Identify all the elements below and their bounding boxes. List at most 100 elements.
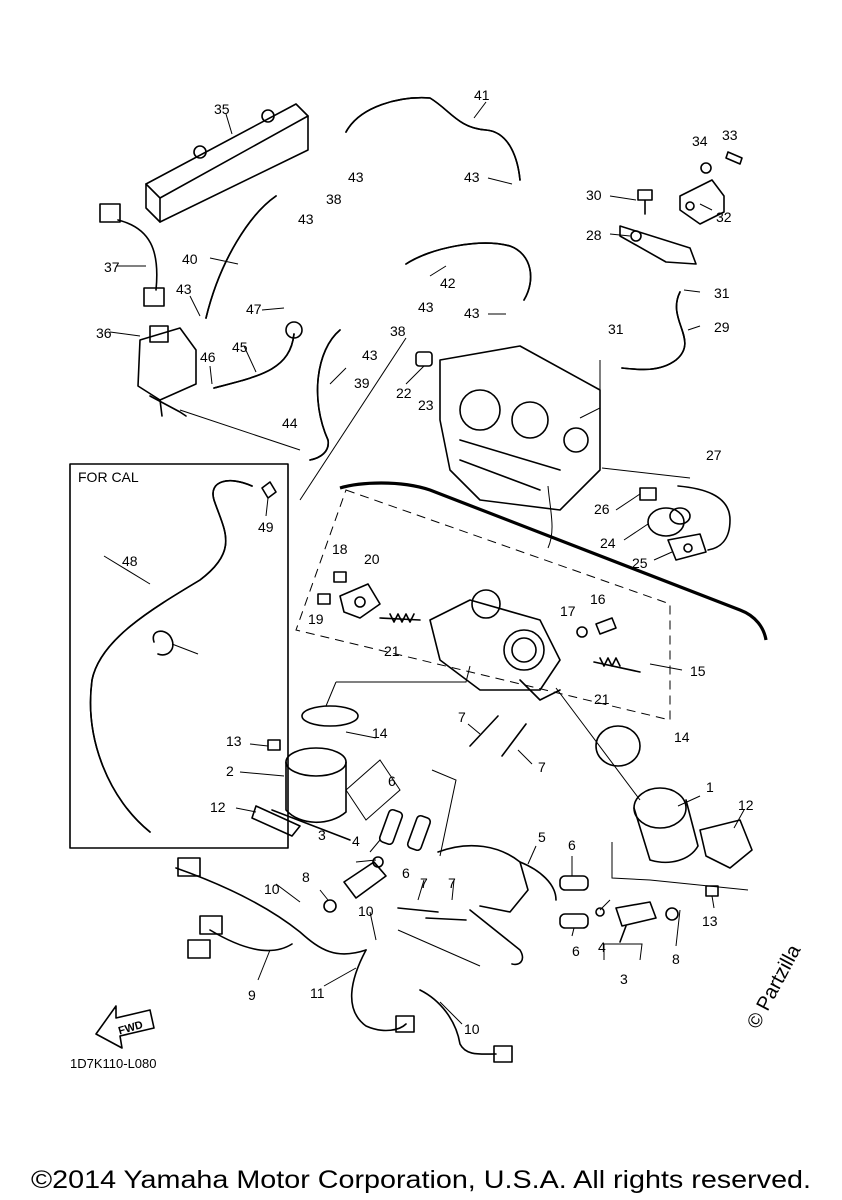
part-throttle-body-main xyxy=(429,589,561,701)
callout-3: 3 xyxy=(318,827,326,843)
callout-14: 14 xyxy=(372,725,388,741)
part-10-connector-b xyxy=(493,1045,513,1063)
part-18-screw xyxy=(333,571,347,583)
callout-6: 6 xyxy=(572,943,580,959)
callout-43: 43 xyxy=(362,347,378,363)
part-9-harness-branch xyxy=(209,929,293,952)
part-9-connector-c xyxy=(187,939,211,959)
callout-7: 7 xyxy=(448,875,456,891)
part-11-harness xyxy=(350,949,407,1032)
callout-25: 25 xyxy=(632,555,648,571)
callout-14: 14 xyxy=(674,729,690,745)
part-13-bolt-right xyxy=(705,885,719,897)
hose-42-inner xyxy=(405,242,532,301)
part-33-bolt xyxy=(725,151,743,165)
hose-40 xyxy=(205,195,277,319)
part-11-harness-b xyxy=(419,989,497,1055)
callout-24: 24 xyxy=(600,535,616,551)
part-28-washer xyxy=(630,230,642,242)
callout-27: 27 xyxy=(706,447,722,463)
callout-38: 38 xyxy=(326,191,342,207)
callout-29: 29 xyxy=(714,319,730,335)
callout-21: 21 xyxy=(384,643,400,659)
callout-10: 10 xyxy=(464,1021,480,1037)
callout-2: 2 xyxy=(226,763,234,779)
callout-12: 12 xyxy=(210,799,226,815)
callout-6: 6 xyxy=(568,837,576,853)
callout-31: 31 xyxy=(608,321,624,337)
part-47-hose xyxy=(89,479,253,833)
part-47-hose-inner xyxy=(89,479,253,833)
callout-43: 43 xyxy=(418,299,434,315)
callout-37: 37 xyxy=(104,259,120,275)
hose-41 xyxy=(345,96,521,181)
part-30-bolt xyxy=(637,189,653,215)
part-9-harness xyxy=(175,867,367,955)
part-9-connector-a xyxy=(177,857,201,877)
callout-8: 8 xyxy=(672,951,680,967)
for-cal-inset-box xyxy=(69,463,289,849)
callout-7: 7 xyxy=(538,759,546,775)
callout-28: 28 xyxy=(586,227,602,243)
callout-43: 43 xyxy=(464,305,480,321)
callout-48: 49 xyxy=(258,519,274,535)
callout-45: 46 xyxy=(200,349,216,365)
callout-22: 22 xyxy=(396,385,412,401)
callout-6: 6 xyxy=(402,865,410,881)
part-9-connector-b xyxy=(199,915,223,935)
part-26-screw xyxy=(639,487,657,501)
part-19-screw xyxy=(317,593,331,605)
part-21-spring-left xyxy=(379,613,421,623)
part-36-solenoid xyxy=(137,325,197,417)
callout-31: 31 xyxy=(714,285,730,301)
callout-44: 45 xyxy=(232,339,248,355)
hose-29-inner xyxy=(621,291,686,371)
callout-47: 48 xyxy=(122,553,138,569)
callout-16: 16 xyxy=(590,591,606,607)
hose-44-inner xyxy=(213,333,295,389)
part-21-spring-right xyxy=(593,657,641,673)
part-37-lead xyxy=(99,203,165,307)
callout-13: 13 xyxy=(702,913,718,929)
callout-30: 30 xyxy=(586,187,602,203)
part-3-injector-left xyxy=(343,856,387,899)
part-6-sleeve-a xyxy=(378,808,404,846)
copyright-notice: ©2014 Yamaha Motor Corporation, U.S.A. A… xyxy=(31,1166,811,1194)
part-16-screw xyxy=(595,617,617,635)
callout-43: 43 xyxy=(298,211,314,227)
part-14-clamp-left xyxy=(301,705,359,727)
callout-32: 32 xyxy=(716,209,732,225)
callout-7: 7 xyxy=(458,709,466,725)
callout-19: 19 xyxy=(308,611,324,627)
hose-40-inner xyxy=(205,195,277,319)
callout-39: 39 xyxy=(354,375,370,391)
part-49-clip xyxy=(152,630,174,656)
part-24-sensor xyxy=(647,507,691,537)
part-7-bolt-b xyxy=(501,723,527,757)
part-6-sleeve-b xyxy=(406,814,432,852)
callout-21: 21 xyxy=(594,691,610,707)
fwd-arrow xyxy=(95,1005,155,1049)
callout-36: 36 xyxy=(96,325,112,341)
hose-39-inner xyxy=(309,329,341,461)
callout-10: 10 xyxy=(358,903,374,919)
callout-26: 26 xyxy=(594,501,610,517)
callout-labels: 1 2 3 3 4 4 5 6 6 6 6 7 7 7 7 8 8 9 10 1… xyxy=(96,87,754,1037)
callout-15: 15 xyxy=(690,663,706,679)
callout-5: 5 xyxy=(538,829,546,845)
callout-43: 44 xyxy=(282,415,298,431)
hose-29 xyxy=(621,291,686,371)
assembly-15-box xyxy=(295,489,671,721)
part-6-sleeve-d xyxy=(559,913,589,929)
callout-4: 4 xyxy=(598,939,606,955)
callout-38: 38 xyxy=(390,323,406,339)
part-13-bolt-left xyxy=(267,739,281,751)
part-1-joint xyxy=(633,787,699,864)
part-27-hose xyxy=(677,485,731,551)
part-32-bracket xyxy=(619,179,725,265)
part-7-bolt-d xyxy=(425,917,467,921)
callout-13: 13 xyxy=(226,733,242,749)
part-6-sleeve-c xyxy=(559,875,589,891)
callout-10: 10 xyxy=(264,881,280,897)
